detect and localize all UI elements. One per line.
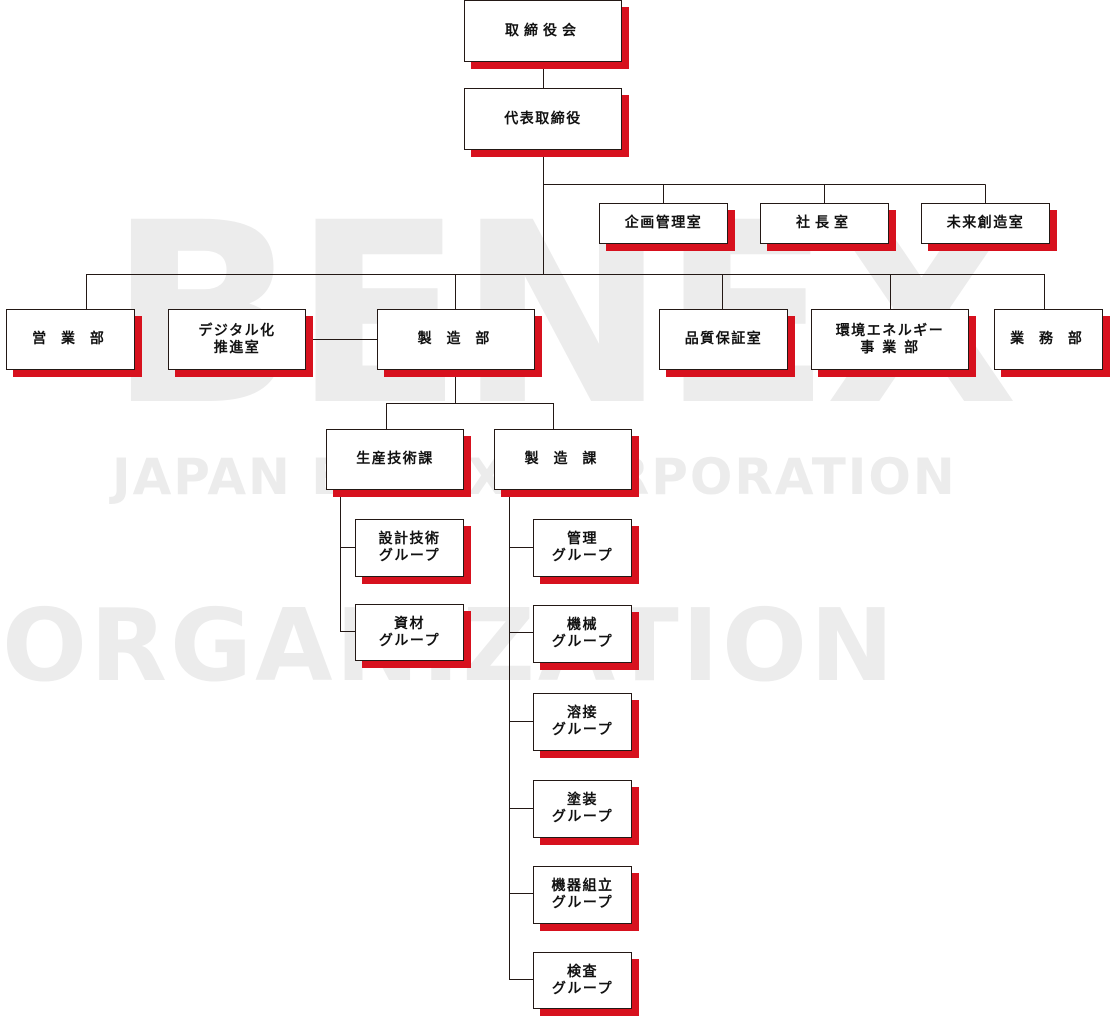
node-president-office: 社長室 [760, 203, 889, 244]
node-board-label: 取締役会 [505, 22, 581, 39]
node-future: 未来創造室 [921, 203, 1050, 244]
node-manufacturing-label: 製 造 部 [417, 331, 495, 347]
node-president-office-label: 社長室 [796, 215, 853, 231]
node-inspection: 検査 グループ [533, 952, 632, 1009]
node-business-label: 業 務 部 [1010, 331, 1087, 347]
node-design: 設計技術 グループ [355, 519, 464, 577]
node-digital-label: デジタル化 推進室 [198, 322, 276, 356]
node-planning-label: 企画管理室 [624, 215, 703, 231]
node-design-label: 設計技術 グループ [378, 531, 441, 564]
node-quality-label: 品質保証室 [684, 331, 763, 347]
node-management-label: 管理 グループ [551, 531, 614, 564]
node-president: 代表取締役 [464, 88, 622, 150]
node-production-tech-label: 生産技術課 [356, 451, 434, 467]
node-machinery-label: 機械 グループ [551, 617, 614, 650]
line-dept-bus [86, 274, 1045, 309]
node-machinery: 機械 グループ [533, 605, 632, 663]
node-welding-label: 溶接 グループ [551, 705, 614, 738]
node-manufacturing: 製 造 部 [377, 309, 535, 370]
node-assembly-label: 機器組立 グループ [551, 878, 614, 911]
line-mfgsec-groups [509, 490, 533, 980]
node-president-label: 代表取締役 [504, 110, 582, 127]
node-manufacturing-section: 製 造 課 [494, 429, 632, 490]
node-production-tech: 生産技術課 [326, 429, 464, 490]
node-future-label: 未来創造室 [946, 215, 1025, 231]
node-painting-label: 塗装 グループ [551, 792, 614, 825]
node-energy: 環境エネルギー 事 業 部 [811, 309, 969, 370]
node-management: 管理 グループ [533, 519, 632, 577]
node-welding: 溶接 グループ [533, 693, 632, 751]
line-staff-bus [543, 184, 986, 203]
node-materials: 資材 グループ [355, 604, 464, 661]
node-business: 業 務 部 [994, 309, 1103, 370]
node-energy-label: 環境エネルギー 事 業 部 [835, 322, 945, 356]
node-inspection-label: 検査 グループ [551, 963, 614, 997]
node-planning: 企画管理室 [599, 203, 728, 244]
node-materials-label: 資材 グループ [378, 615, 441, 649]
node-sales-label: 営 業 部 [32, 331, 109, 347]
node-board: 取締役会 [464, 0, 622, 62]
node-manufacturing-section-label: 製 造 課 [524, 451, 602, 467]
node-quality: 品質保証室 [659, 309, 788, 370]
line-prodtech-groups [340, 490, 355, 632]
line-manufacturing-sections [386, 370, 554, 429]
node-painting: 塗装 グループ [533, 780, 632, 838]
node-sales: 営 業 部 [6, 309, 135, 370]
node-assembly: 機器組立 グループ [533, 866, 632, 924]
node-digital: デジタル化 推進室 [168, 309, 306, 370]
